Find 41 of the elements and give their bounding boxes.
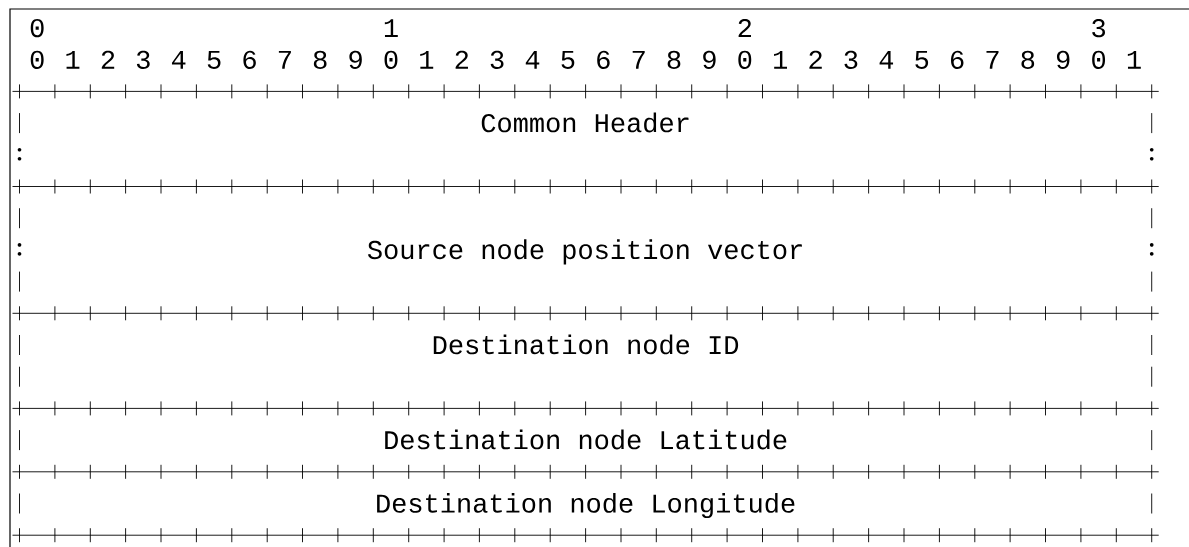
bit-number: 5 (915, 50, 929, 69)
bit-number: 3 (844, 50, 858, 69)
bit-number: 6 (597, 50, 610, 69)
bit-number: 0 (30, 50, 44, 69)
bit-number: 3 (136, 50, 150, 69)
bit-number: 2 (738, 18, 751, 37)
bit-number: 7 (278, 50, 291, 69)
bit-number: 1 (66, 50, 80, 69)
bit-number: 0 (384, 50, 398, 69)
bit-number: 0 (1092, 50, 1106, 69)
bit-number: 2 (101, 50, 115, 69)
bit-number: 5 (561, 50, 575, 69)
bit-number: 3 (1092, 18, 1105, 38)
bit-number: 2 (809, 50, 822, 69)
field-label: Destination node Longitude (377, 492, 795, 519)
bit-number: 2 (455, 50, 468, 69)
bit-number: 7 (632, 50, 645, 69)
bit-number: 4 (879, 50, 894, 69)
field-label: Source node position vector (367, 239, 802, 265)
bit-number: 0 (30, 18, 44, 38)
bit-number: 6 (951, 50, 964, 69)
field-label: Destination node ID (433, 334, 739, 355)
bit-number: 6 (243, 50, 256, 69)
bit-number: 7 (986, 50, 999, 69)
bit-number: 0 (738, 50, 752, 69)
bit-number: 5 (207, 50, 221, 69)
bit-number: 9 (1056, 50, 1070, 69)
bit-number: 3 (490, 50, 504, 69)
bit-number: 1 (384, 19, 398, 37)
bit-number: 1 (774, 50, 787, 69)
bit-number: 4 (171, 50, 186, 69)
bit-number: 8 (313, 50, 327, 69)
field-label: Common Header (481, 112, 689, 133)
bit-number: 4 (525, 50, 540, 69)
bit-number: 1 (1127, 50, 1141, 69)
field-label: Destination node Latitude (385, 429, 787, 450)
bit-number: 8 (667, 50, 681, 69)
bit-number: 1 (420, 50, 434, 69)
bit-number: 9 (349, 50, 362, 69)
bit-number: 8 (1021, 50, 1035, 69)
bit-number: 9 (703, 50, 716, 69)
